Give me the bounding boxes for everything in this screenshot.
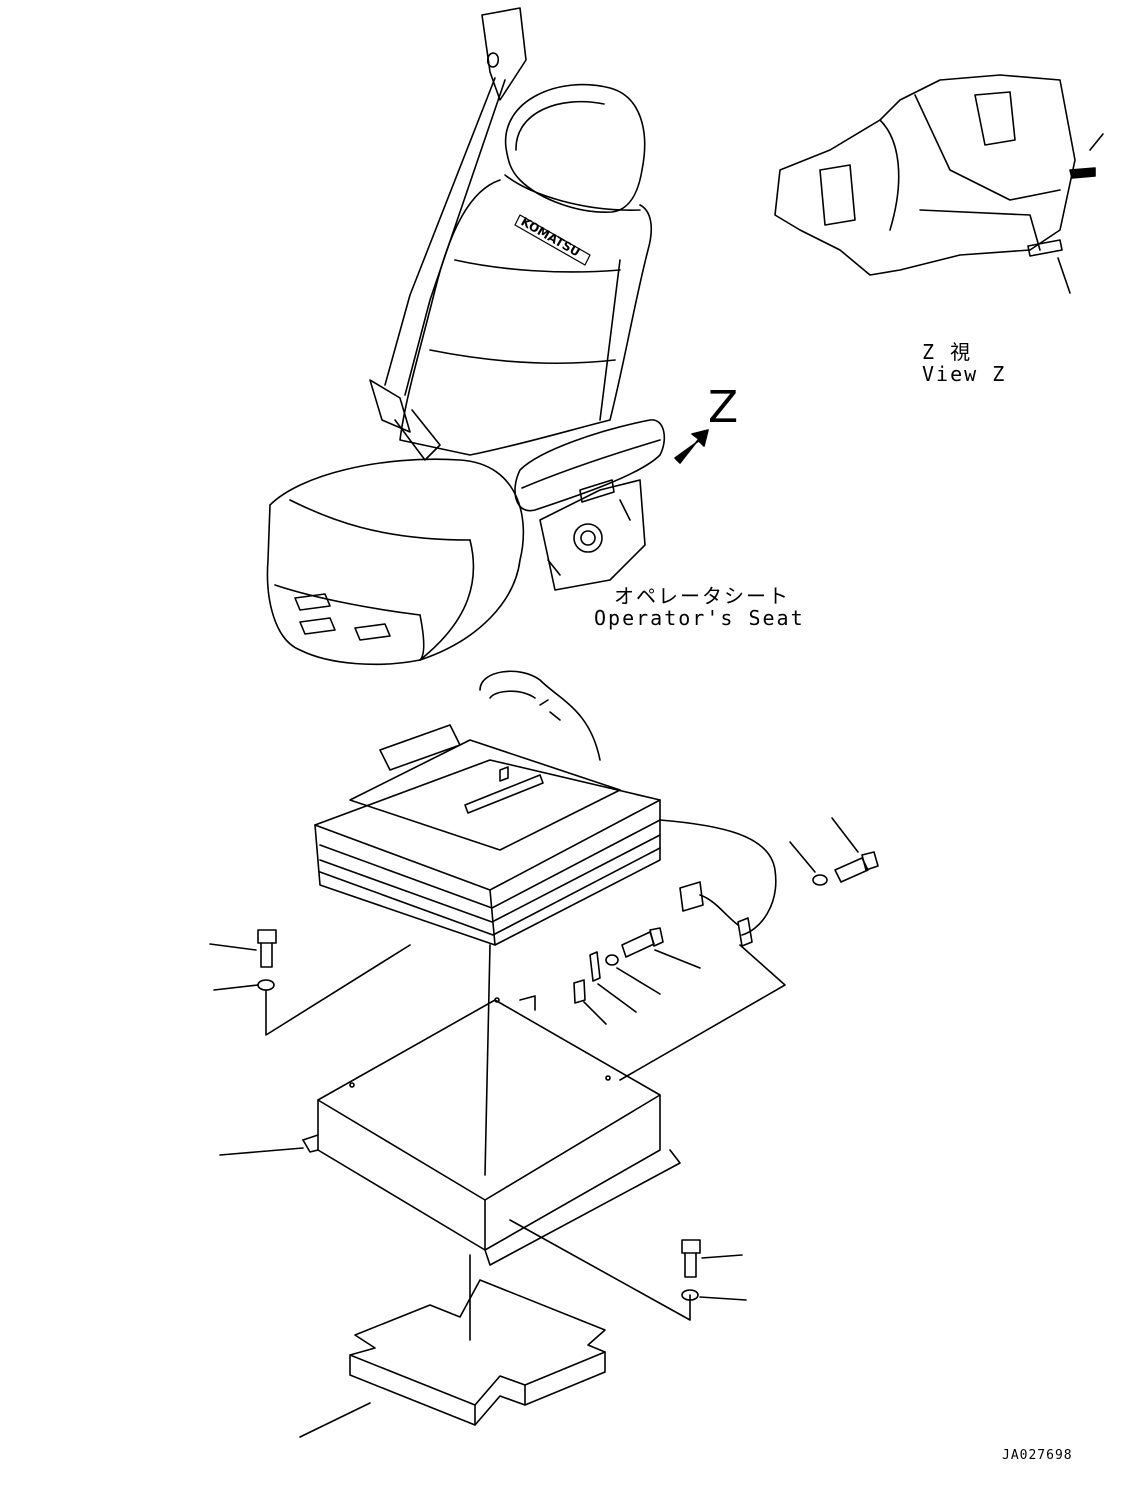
- view-z-label-jp: Z 視: [922, 340, 973, 364]
- seat-label-en: Operator's Seat: [594, 606, 805, 630]
- view-z-arrow: [675, 430, 708, 463]
- seat-suspension: [315, 671, 776, 946]
- operator-seat: KOMATSU: [267, 8, 664, 664]
- view-z-letter: Z: [708, 382, 739, 433]
- floor-mat: [300, 1280, 605, 1437]
- view-z-inset: [775, 75, 1103, 293]
- bolt-center: [574, 928, 700, 1024]
- seat-label-jp: オペレータシート: [614, 584, 790, 608]
- view-z-label-en: View Z: [922, 362, 1007, 386]
- drawing-number: JA027698: [1002, 1448, 1073, 1463]
- komatsu-logo: KOMATSU: [515, 214, 590, 265]
- bolt-lower-right: [682, 1240, 746, 1300]
- svg-text:KOMATSU: KOMATSU: [519, 214, 583, 259]
- bolt-upper-right: [790, 818, 878, 885]
- bolt-left: [210, 930, 276, 990]
- base-box: [220, 996, 680, 1265]
